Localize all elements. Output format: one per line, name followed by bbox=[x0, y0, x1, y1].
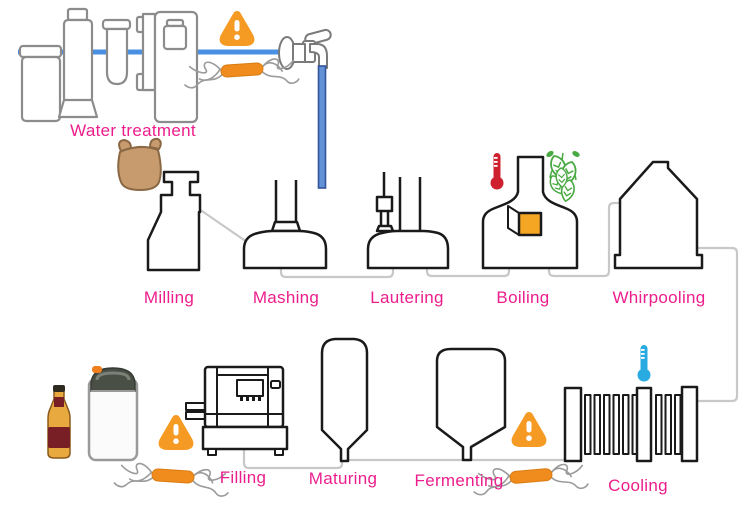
stage-label-maturing: Maturing bbox=[308, 469, 378, 488]
maturing-tank bbox=[320, 337, 369, 463]
kettle-window bbox=[517, 211, 543, 237]
stage-label-water-treatment: Water treatment bbox=[70, 121, 196, 140]
beer-bottle-icon bbox=[47, 385, 71, 459]
treatment-column bbox=[57, 7, 99, 119]
stage-label-boiling: Boiling bbox=[496, 288, 550, 307]
filling-machine bbox=[185, 365, 289, 456]
water-treatment-unit bbox=[18, 7, 199, 124]
hops-icon bbox=[546, 150, 580, 204]
stage-label-lautering: Lautering bbox=[370, 288, 444, 307]
process-connectors bbox=[197, 201, 739, 470]
mashing-vessel bbox=[242, 180, 328, 270]
thermometer-hot-icon bbox=[490, 153, 504, 190]
faucet-icon bbox=[278, 28, 332, 70]
milling-machine bbox=[146, 170, 202, 272]
stage-label-cooling: Cooling bbox=[608, 476, 668, 495]
fermenting-tank bbox=[435, 347, 507, 462]
stage-label-filling: Filling bbox=[219, 468, 267, 487]
treatment-cabinet bbox=[135, 10, 199, 124]
connector-maturing-filling bbox=[242, 448, 344, 470]
warning-icon bbox=[163, 419, 190, 446]
grain-sack-icon bbox=[117, 137, 162, 191]
stage-label-mashing: Mashing bbox=[252, 288, 320, 307]
treatment-tube bbox=[101, 18, 132, 86]
bacteria-icon bbox=[113, 461, 231, 498]
connector-whirpooling-cooling bbox=[696, 246, 739, 403]
water-stream bbox=[317, 65, 327, 189]
connector-boiling-whirpooling bbox=[547, 201, 623, 278]
connector-milling-mashing bbox=[197, 207, 249, 244]
connector-mashing-lautering bbox=[279, 264, 395, 279]
keg-icon bbox=[87, 366, 139, 462]
stage-label-fermenting: Fermenting bbox=[414, 471, 504, 490]
warning-icon bbox=[516, 416, 543, 443]
lautering-vessel bbox=[366, 172, 450, 270]
stage-label-milling: Milling bbox=[143, 288, 195, 307]
warning-icon bbox=[224, 15, 251, 42]
boiling-kettle bbox=[481, 155, 579, 270]
whirpool-vessel bbox=[613, 160, 704, 270]
stage-label-whirpooling: Whirpooling bbox=[612, 288, 706, 307]
thermometer-cold-icon bbox=[637, 345, 651, 382]
treatment-jar bbox=[18, 44, 63, 123]
connector-lautering-boiling bbox=[425, 264, 511, 278]
cooling-heat-exchanger bbox=[563, 385, 699, 463]
